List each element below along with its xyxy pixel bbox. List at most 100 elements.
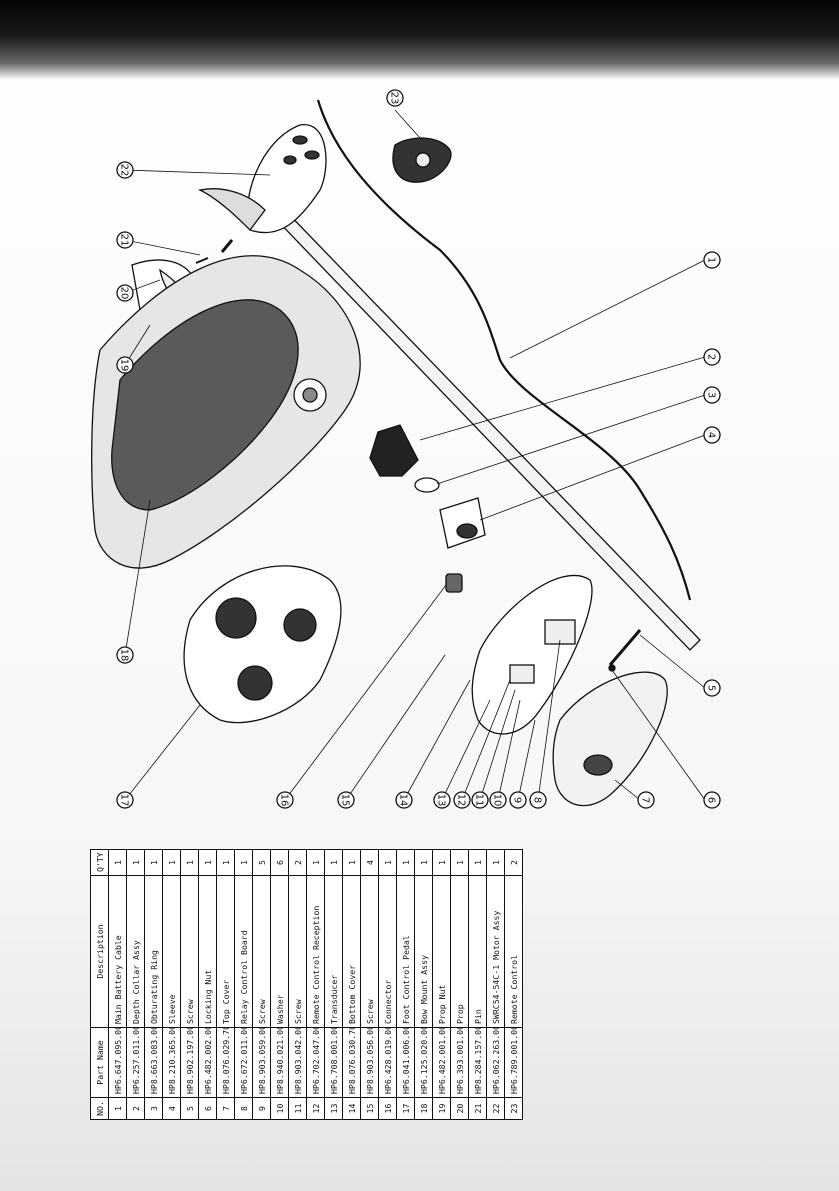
cell-qty: 1 — [108, 849, 127, 876]
cell-qty: 1 — [414, 849, 433, 876]
cell-qty: 1 — [198, 849, 217, 876]
cell-part: HP8.903.056.00 — [360, 1027, 379, 1098]
header-qty: Q'TY — [90, 849, 109, 876]
cell-no: 13 — [324, 1097, 343, 1120]
cell-no: 7 — [216, 1097, 235, 1120]
cell-part: HP6.482.002.00 — [198, 1027, 217, 1098]
callout-17: 17 — [116, 791, 134, 809]
cell-qty: 1 — [126, 849, 145, 876]
cell-part: HP6.428.019.00 — [378, 1027, 397, 1098]
callout-22: 22 — [116, 161, 134, 179]
cell-desc: Screw — [360, 875, 379, 1028]
callout-16: 16 — [276, 791, 294, 809]
cell-desc: Washer — [270, 875, 289, 1028]
cell-qty: 1 — [378, 849, 397, 876]
svg-text:3: 3 — [706, 392, 717, 398]
cell-qty: 6 — [270, 849, 289, 876]
cell-part: HP6.062.263.00 — [486, 1027, 505, 1098]
cell-part: HP6.702.047.00 — [306, 1027, 325, 1098]
svg-text:12: 12 — [456, 794, 467, 807]
cell-part: HP6.672.011.00 — [234, 1027, 253, 1098]
svg-text:17: 17 — [119, 794, 130, 807]
svg-text:23: 23 — [389, 92, 400, 105]
header-bar — [0, 0, 839, 80]
cell-desc: Obturating Ring — [144, 875, 163, 1028]
cell-part: HP6.393.001.00 — [450, 1027, 469, 1098]
bow-mount-drawing — [91, 255, 361, 569]
cell-desc: Bottom Cover — [342, 875, 361, 1028]
screw-drawing — [608, 629, 642, 666]
cell-no: 4 — [162, 1097, 181, 1120]
callout-leaders — [124, 109, 706, 801]
svg-text:6: 6 — [706, 797, 717, 803]
cell-qty: 1 — [432, 849, 451, 876]
svg-text:11: 11 — [474, 794, 485, 807]
cell-desc: Locking Nut — [198, 875, 217, 1028]
cell-qty: 1 — [396, 849, 415, 876]
cell-no: 6 — [198, 1097, 217, 1120]
cell-no: 21 — [468, 1097, 487, 1120]
callout-10: 10 — [489, 791, 507, 809]
cell-no: 15 — [360, 1097, 379, 1120]
cell-no: 10 — [270, 1097, 289, 1120]
cell-qty: 1 — [234, 849, 253, 876]
cell-desc: Prop — [450, 875, 469, 1028]
cell-no: 20 — [450, 1097, 469, 1120]
callout-3: 3 — [703, 386, 721, 404]
cell-no: 17 — [396, 1097, 415, 1120]
cell-part: HP8.076.030.70 — [342, 1027, 361, 1098]
cell-qty: 1 — [216, 849, 235, 876]
cell-part: HP8.210.365.00 — [162, 1027, 181, 1098]
cell-desc: Screw — [252, 875, 271, 1028]
cell-part: HP6.257.011.00 — [126, 1027, 145, 1098]
cell-qty: 2 — [504, 849, 523, 876]
cell-desc: Main Battery Cable — [108, 875, 127, 1028]
cell-part: HP8.940.021.00 — [270, 1027, 289, 1098]
callout-11: 11 — [471, 791, 489, 809]
cell-desc: Sleeve — [162, 875, 181, 1028]
svg-text:13: 13 — [436, 794, 447, 807]
exploded-parts-diagram: 1 2 3 4 5 6 7 8 9 10 11 12 13 14 15 16 1… — [91, 89, 721, 809]
cell-no: 5 — [180, 1097, 199, 1120]
cell-part: HP6.482.001.00 — [432, 1027, 451, 1098]
cell-no: 8 — [234, 1097, 253, 1120]
cell-desc: Bow Mount Assy — [414, 875, 433, 1028]
sleeve-drawing — [439, 497, 486, 549]
main-battery-cable-drawing — [316, 99, 692, 601]
cell-no: 12 — [306, 1097, 325, 1120]
cell-qty: 4 — [360, 849, 379, 876]
cell-qty: 5 — [252, 849, 271, 876]
cell-qty: 1 — [324, 849, 343, 876]
cell-no: 22 — [486, 1097, 505, 1120]
svg-text:15: 15 — [340, 794, 351, 807]
cell-desc: Screw — [180, 875, 199, 1028]
svg-text:8: 8 — [532, 797, 543, 803]
cell-desc: Transducer — [324, 875, 343, 1028]
cell-no: 1 — [108, 1097, 127, 1120]
svg-text:1: 1 — [706, 257, 717, 263]
cell-no: 16 — [378, 1097, 397, 1120]
shaft-drawing — [271, 204, 701, 651]
cell-part: HP6.708.001.00 — [324, 1027, 343, 1098]
callout-6: 6 — [703, 791, 721, 809]
cell-qty: 1 — [162, 849, 181, 876]
svg-text:5: 5 — [706, 685, 717, 691]
cell-qty: 2 — [288, 849, 307, 876]
svg-text:2: 2 — [706, 354, 717, 360]
svg-text:14: 14 — [398, 794, 409, 807]
cell-part: HP8.284.157.00 — [468, 1027, 487, 1098]
